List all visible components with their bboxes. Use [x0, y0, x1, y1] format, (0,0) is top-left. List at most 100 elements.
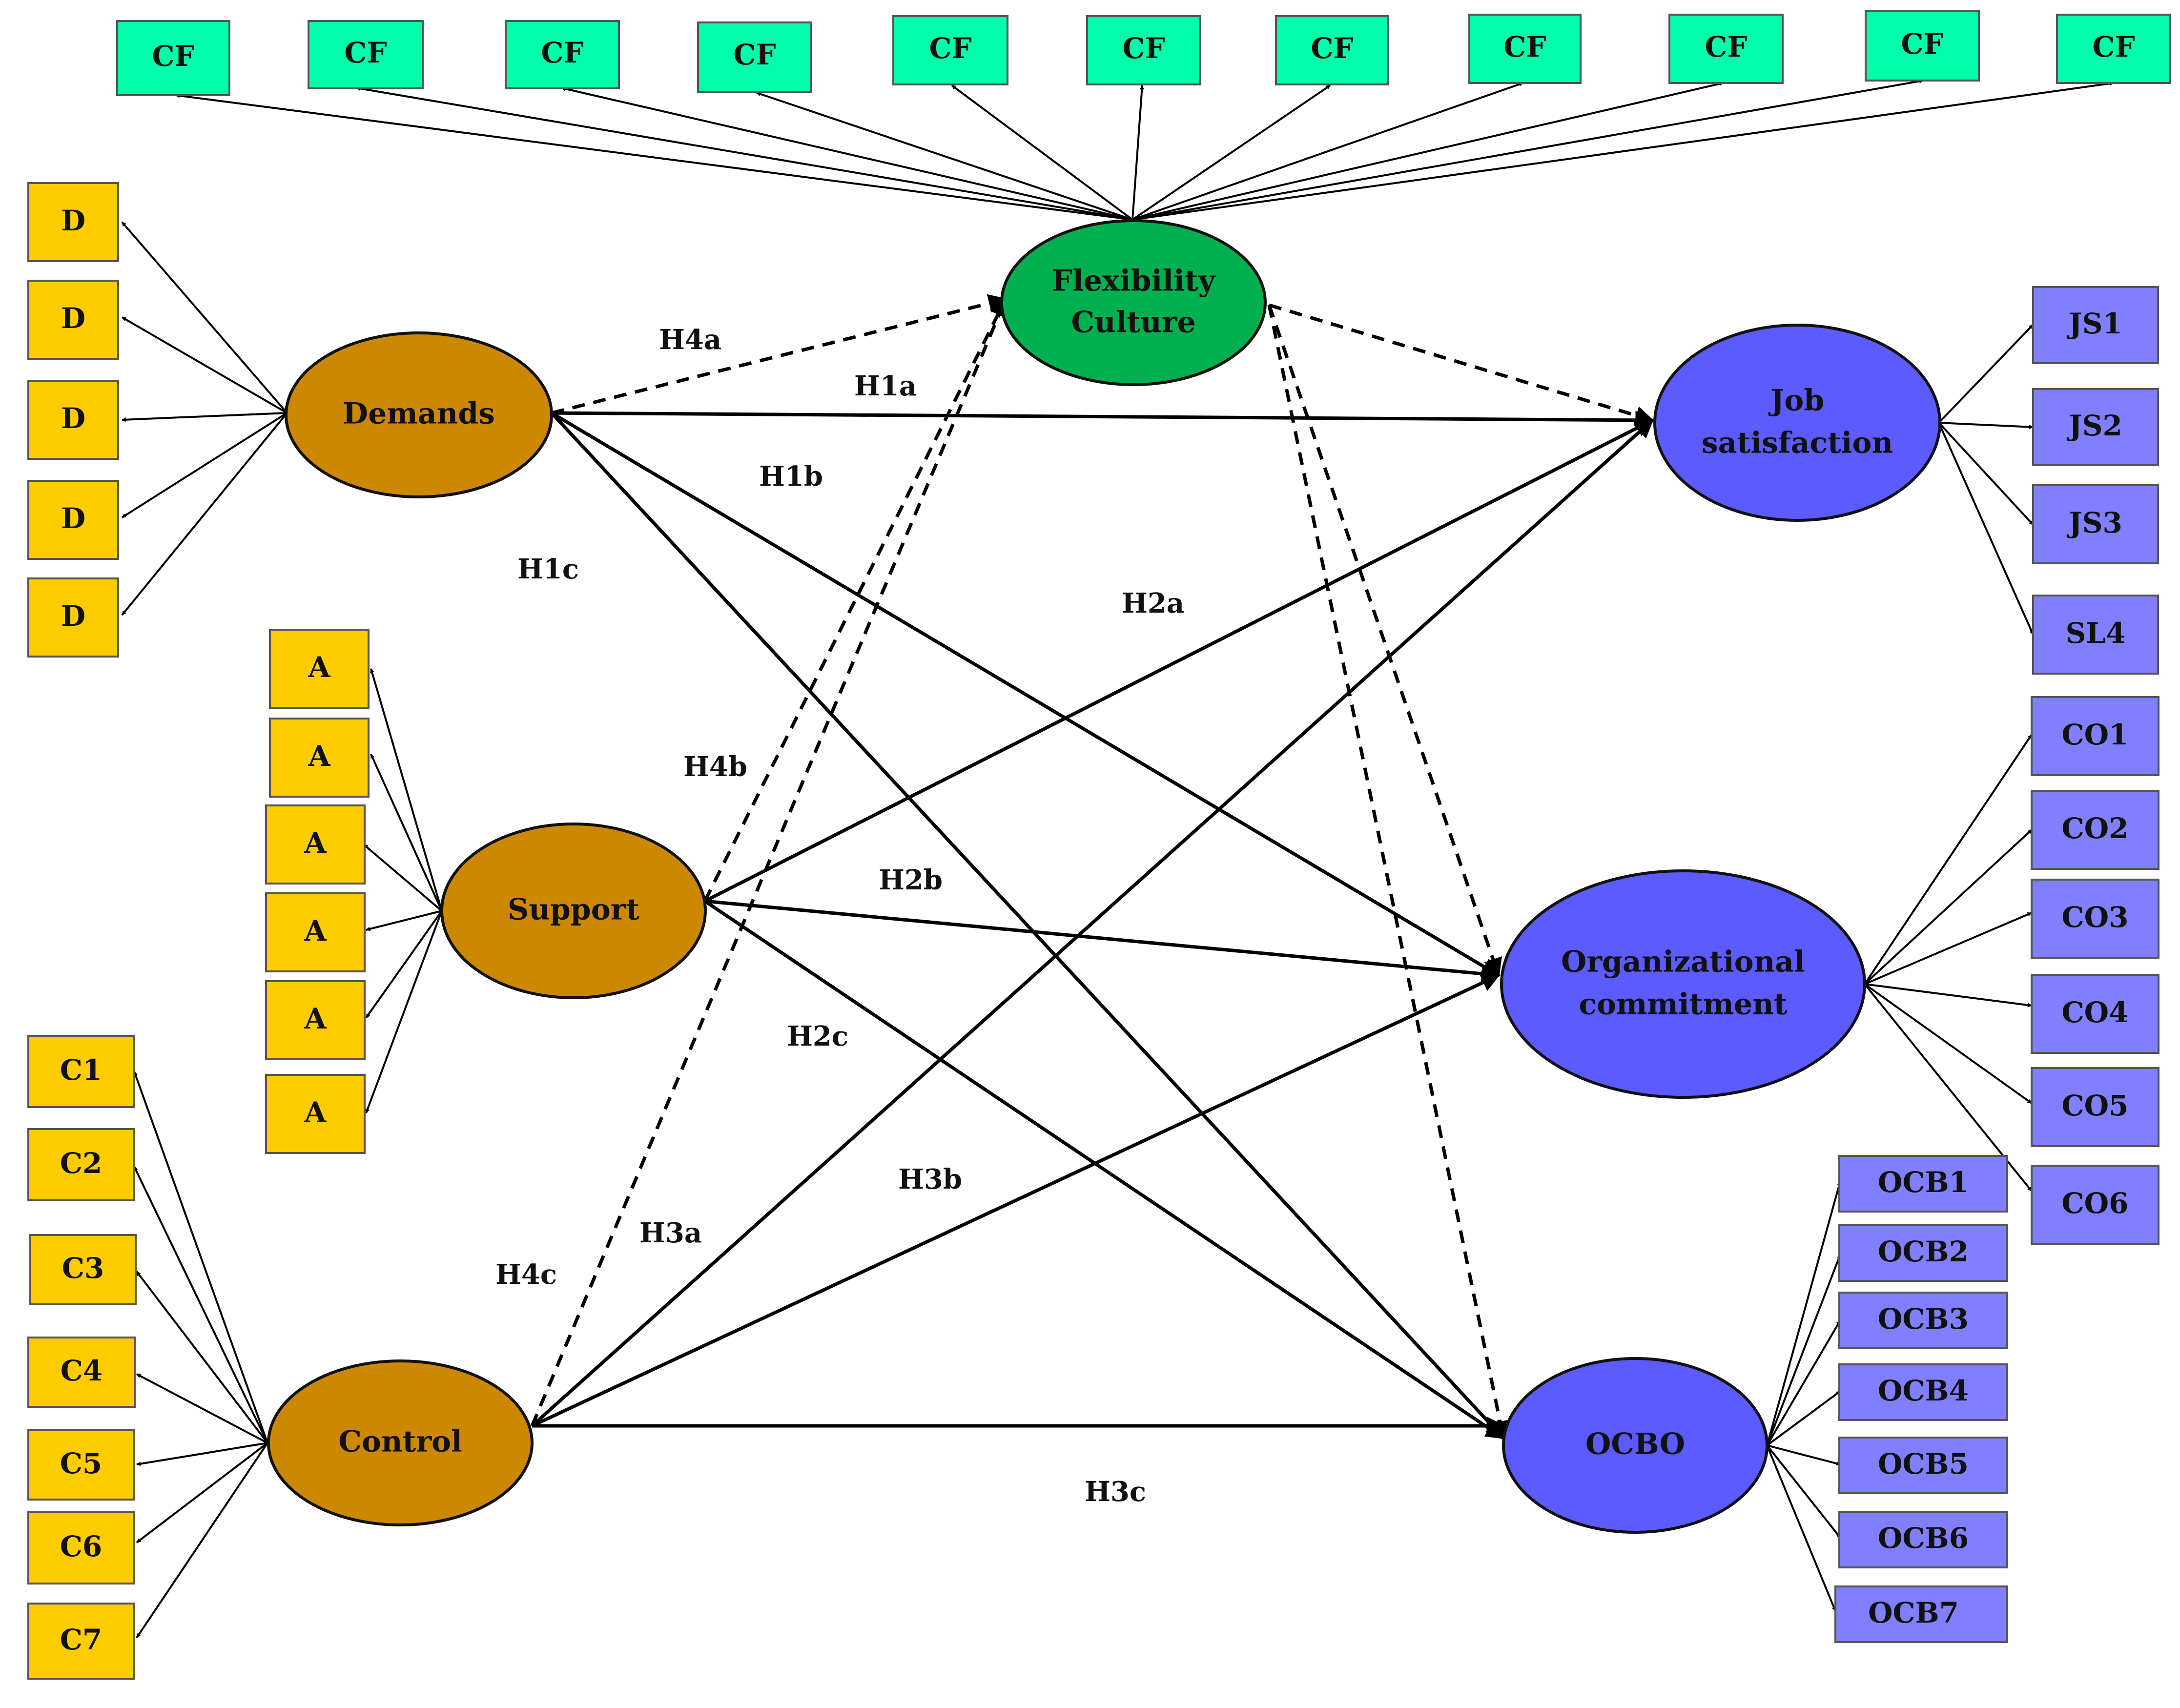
control-node — [267, 1359, 534, 1526]
hypothesis-h2b: H2b — [879, 864, 943, 896]
loading-cf-10 — [1132, 79, 1924, 221]
indicator-ocb1: OCB1 — [1878, 1166, 1969, 1199]
indicator-cf-1: CF — [152, 40, 194, 73]
control-label: Control — [338, 1425, 462, 1459]
loading-js-2 — [1938, 422, 2034, 430]
loading-cf-1 — [175, 93, 1133, 221]
hypothesis-h4c: H4c — [495, 1258, 557, 1291]
path-flexibility-org-commitment — [1267, 304, 1502, 977]
loading-cf-3 — [561, 86, 1133, 221]
indicator-ocb4: OCB4 — [1878, 1374, 1969, 1407]
indicator-cf-9: CF — [1705, 30, 1747, 63]
constructs: Flexibility Culture Demands Support Cont… — [267, 219, 1941, 1534]
loading-js-1 — [1938, 324, 2034, 424]
loading-c-6 — [136, 1442, 268, 1543]
hypothesis-labels: H4a H1a H1b H1c H2a H4b H2b H2c H3b H3a … — [495, 324, 1184, 1508]
indicator-a-5: A — [304, 1002, 327, 1035]
loading-d-3 — [122, 412, 288, 422]
loading-ocb-1 — [1766, 1181, 1842, 1446]
loading-co-4 — [1864, 983, 2032, 1008]
path-control-org-commitment — [531, 973, 1501, 1428]
loading-a-3 — [363, 844, 443, 912]
indicator-cf-11: CF — [2092, 30, 2135, 63]
loading-ocb-6 — [1766, 1444, 1841, 1539]
support-label: Support — [508, 893, 639, 927]
org-commitment-node — [1500, 869, 1866, 1099]
indicator-js3: JS3 — [2066, 506, 2122, 539]
indicator-ocb2: OCB2 — [1878, 1235, 1969, 1268]
hypothesis-h1a: H1a — [854, 370, 917, 402]
indicators-ocb: OCB1 OCB2 OCB3 OCB4 OCB5 OCB6 OCB7 — [1834, 1155, 2008, 1643]
job-satisfaction-label-line2: satisfaction — [1702, 426, 1893, 460]
indicator-d-2: D — [61, 302, 85, 335]
path-demands-flexibility — [551, 294, 1008, 415]
indicator-d-5: D — [61, 599, 85, 633]
loading-a-4 — [366, 910, 442, 931]
structural-paths — [530, 294, 1654, 1440]
flexibility-culture-label-line2: Culture — [1071, 306, 1195, 340]
support-node — [440, 823, 707, 999]
indicator-co5: CO5 — [2061, 1089, 2128, 1122]
indicator-co6: CO6 — [2061, 1187, 2128, 1220]
hypothesis-h3b: H3b — [898, 1163, 962, 1195]
loading-d-2 — [121, 316, 288, 414]
path-demands-org-commitment — [551, 411, 1501, 977]
loading-c-2 — [133, 1166, 268, 1443]
indicator-d-1: D — [61, 204, 85, 237]
indicator-c-4: C4 — [61, 1354, 103, 1387]
path-flexibility-ocbo — [1267, 305, 1509, 1440]
loading-cf-2 — [356, 86, 1133, 221]
indicator-c-5: C5 — [60, 1447, 103, 1480]
indicator-co1: CO1 — [2061, 718, 2128, 751]
indicator-c-6: C6 — [60, 1530, 103, 1563]
indicator-d-4: D — [61, 502, 85, 535]
measurement-arrows — [121, 79, 2114, 1639]
flexibility-culture-label-line1: Flexibility — [1051, 264, 1216, 298]
indicator-a-4: A — [304, 914, 327, 947]
loading-co-5 — [1864, 983, 2033, 1104]
demands-node — [285, 331, 553, 498]
loading-a-6 — [365, 910, 443, 1113]
demands-label: Demands — [343, 397, 495, 431]
loading-cf-5 — [951, 84, 1133, 221]
indicators-c: C1 C2 C3 C4 C5 C6 C7 — [27, 1035, 137, 1680]
indicator-cf-6: CF — [1122, 32, 1165, 65]
loading-c-4 — [136, 1373, 268, 1444]
indicator-a-1: A — [308, 651, 330, 684]
loading-co-2 — [1864, 829, 2033, 985]
indicator-c-2: C2 — [60, 1147, 103, 1180]
path-support-job-satisfaction — [704, 418, 1654, 903]
path-support-flexibility — [703, 297, 1008, 902]
loading-ocb-7 — [1766, 1445, 1836, 1611]
loading-cf-6 — [1131, 85, 1144, 220]
indicator-ocb5: OCB5 — [1878, 1447, 1969, 1481]
indicators-co: CO1 CO2 CO3 CO4 CO5 CO6 — [2031, 696, 2159, 1245]
loading-d-5 — [121, 412, 288, 616]
indicators-a: A A A A A A — [265, 629, 370, 1154]
loading-co-1 — [1864, 734, 2033, 985]
indicator-c-3: C3 — [62, 1252, 104, 1285]
indicators-js: JS1 JS2 JS3 SL4 — [2032, 286, 2159, 675]
path-control-flexibility — [530, 297, 1008, 1427]
indicator-a-6: A — [304, 1096, 327, 1129]
ocbo-node — [1502, 1357, 1769, 1534]
indicator-c-1: C1 — [60, 1053, 103, 1087]
loading-co-3 — [1864, 912, 2032, 985]
path-control-job-satisfaction — [531, 419, 1654, 1427]
loading-d-4 — [121, 412, 288, 518]
indicator-sl4: SL4 — [2065, 617, 2125, 650]
indicator-ocb3: OCB3 — [1878, 1302, 1969, 1336]
job-satisfaction-node — [1653, 324, 1941, 522]
loading-ocb-3 — [1766, 1319, 1841, 1446]
indicator-ocb6: OCB6 — [1878, 1522, 1969, 1555]
loading-c-7 — [136, 1442, 268, 1639]
path-support-ocbo — [704, 900, 1505, 1440]
path-demands-job-satisfaction — [551, 411, 1654, 430]
indicator-cf-7: CF — [1311, 32, 1353, 65]
org-commitment-label-line1: Organizational — [1561, 945, 1805, 979]
hypothesis-h4a: H4a — [659, 324, 721, 356]
hypothesis-h2a: H2a — [1122, 587, 1184, 619]
flexibility-culture-node — [1000, 219, 1267, 386]
loading-a-5 — [365, 910, 443, 1019]
indicator-c-7: C7 — [60, 1623, 103, 1656]
